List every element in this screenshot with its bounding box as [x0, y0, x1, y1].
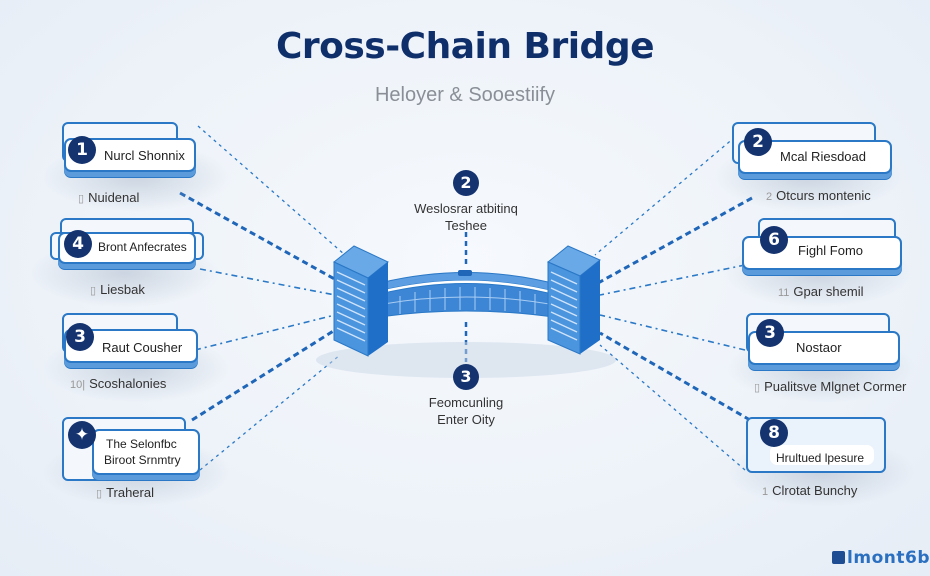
logo-icon: [832, 551, 846, 564]
connector-line: [179, 191, 341, 284]
shield-icon: ✦: [68, 421, 96, 449]
connector-line: [599, 314, 746, 351]
step-badge: 2: [744, 128, 772, 156]
node-label: Mcal Riesdoad: [780, 149, 866, 164]
step-badge: 1: [68, 136, 96, 164]
node-caption: ▯Nuidenal: [78, 190, 140, 205]
node-label: Raut Cousher: [102, 340, 183, 355]
step-text-line2: Teshee: [445, 218, 487, 233]
doc-icon: ▯: [78, 193, 85, 205]
brand-logo: lmont6b: [832, 548, 930, 568]
connector-line: [191, 328, 336, 422]
node-caption: 10|Scoshalonies: [70, 376, 167, 391]
connector-line: [599, 264, 746, 296]
doc-icon: ▯: [754, 382, 761, 394]
step-badge: 2: [453, 170, 479, 196]
step-badge: 3: [453, 364, 479, 390]
center-step-top: 2 Weslosrar atbitinq Teshee: [386, 170, 546, 234]
step-badge: 6: [760, 226, 788, 254]
page-title: Cross-Chain Bridge: [275, 26, 655, 67]
connector-line: [599, 344, 746, 471]
step-text-line2: Enter Oity: [437, 412, 495, 427]
connector-line: [199, 354, 341, 471]
right-server-icon: [547, 245, 601, 355]
connector-line: [199, 268, 336, 296]
step-badge: 4: [64, 230, 92, 258]
connector-line: [197, 125, 346, 256]
node-label-line1: The Selonfbc: [106, 437, 177, 451]
node-caption: ▯Pualitsve Mlgnet Cormer: [754, 379, 907, 394]
node-label: Nostaor: [796, 340, 842, 355]
node-label: Bront Anfecrates: [98, 240, 187, 254]
node-label: Nurcl Shonnix: [104, 148, 185, 163]
step-badge: 3: [66, 323, 94, 351]
node-label: Hrultued lpesure: [776, 451, 865, 465]
bridge-icon: [316, 270, 616, 378]
left-server-icon: [333, 245, 389, 357]
node-label-line2: Biroot Srnmtry: [104, 453, 181, 467]
connector-line: [594, 136, 736, 256]
step-text-line1: Weslosrar atbitinq: [414, 201, 518, 216]
center-step-bottom: 3 Feomcunling Enter Oity: [386, 364, 546, 428]
step-badge: 8: [760, 419, 788, 447]
step-text-line1: Feomcunling: [428, 395, 504, 410]
node-caption: ▯Traheral: [96, 485, 154, 500]
step-badge: 3: [756, 319, 784, 347]
connector-line: [599, 331, 751, 422]
doc-icon: ▯: [96, 488, 103, 500]
page-subtitle: Heloyer & Sooestiify: [374, 84, 556, 106]
doc-icon: ▯: [90, 285, 97, 297]
node-label: Fighl Fomo: [798, 243, 864, 258]
node-caption: ▯Liesbak: [90, 282, 145, 297]
